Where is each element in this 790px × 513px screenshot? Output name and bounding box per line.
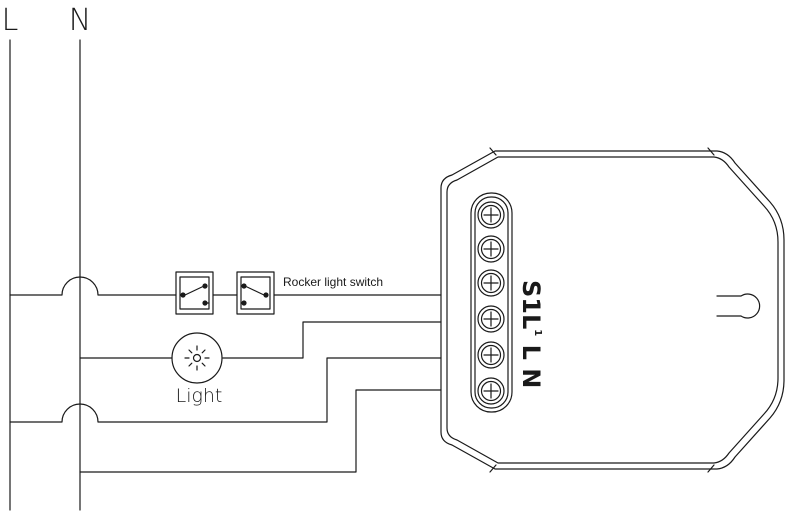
terminal-screw-icon [478, 342, 504, 368]
neutral-bus-label: N [69, 3, 91, 38]
module-terminal-labels: S1L1 L N [517, 280, 545, 388]
neutral-to-module-n-wire [80, 390, 441, 472]
terminal-screw-icon [478, 306, 504, 332]
module-button-notch [717, 294, 760, 318]
terminal-label-s1: S1 [517, 280, 545, 314]
terminal-label-l1: L [517, 314, 545, 329]
rocker-switch-2 [237, 272, 274, 314]
terminal-screw-icon [478, 378, 504, 404]
live-to-switch-wire [10, 277, 176, 295]
light-bulb-icon [172, 333, 222, 383]
terminal-block [471, 193, 512, 412]
terminal-screw-icon [478, 236, 504, 262]
terminal-screw-icon [478, 270, 504, 296]
terminal-screw-icon [478, 202, 504, 228]
switch-label: Rocker light switch [283, 275, 383, 289]
terminal-label-l: L [517, 345, 545, 360]
live-bus-label: L [2, 3, 19, 38]
terminal-label-n: N [517, 368, 545, 388]
light-to-l1-wire [223, 322, 441, 358]
light-label: Light [176, 385, 223, 407]
svg-text:S1L1 L N: S1L1 L N [517, 280, 545, 388]
terminal-label-l1-sub: 1 [532, 329, 543, 336]
